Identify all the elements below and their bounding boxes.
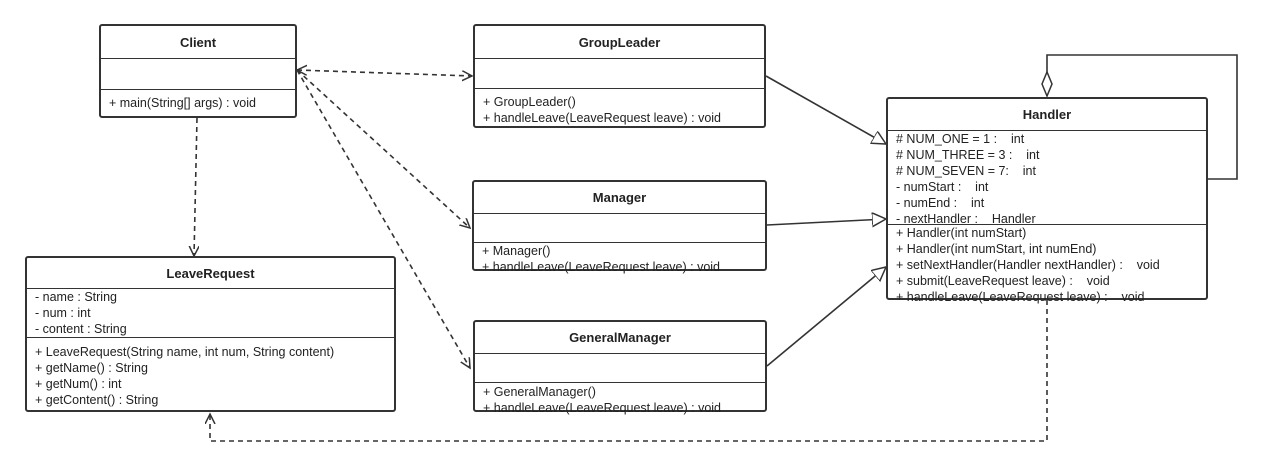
operations-compartment: + LeaveRequest(String name, int num, Str… — [27, 338, 394, 409]
dependency-client-groupleader — [296, 69, 472, 76]
operation: + GroupLeader() — [483, 95, 576, 109]
operation: + Manager() — [482, 244, 551, 258]
class-name: GroupLeader — [475, 26, 764, 59]
operation: + getNum() : int — [35, 377, 122, 391]
attribute: - name : String — [35, 290, 117, 304]
class-name: Client — [101, 26, 295, 59]
operations-compartment: + GroupLeader() + handleLeave(LeaveReque… — [475, 89, 764, 127]
operation: + handleLeave(LeaveRequest leave) : void — [483, 111, 722, 125]
operation: + getContent() : String — [35, 393, 159, 407]
class-name: Manager — [474, 182, 765, 214]
class-groupleader: GroupLeader + GroupLeader() + handleLeav… — [473, 24, 766, 128]
operations-compartment: + GeneralManager() + handleLeave(LeaveRe… — [475, 383, 765, 417]
dependency-client-leaverequest — [194, 117, 197, 256]
operation: + handleLeave(LeaveRequest leave) : void — [483, 401, 722, 415]
attributes-compartment: # NUM_ONE = 1 : int # NUM_THREE = 3 : in… — [888, 131, 1206, 225]
generalization-generalmanager-handler — [766, 267, 886, 367]
operation: + getName() : String — [35, 361, 148, 375]
attributes-compartment — [101, 59, 295, 90]
class-leaverequest: LeaveRequest - name : String - num : int… — [25, 256, 396, 412]
class-name: GeneralManager — [475, 322, 765, 354]
attribute: - content : String — [35, 322, 127, 336]
class-handler: Handler # NUM_ONE = 1 : int # NUM_THREE … — [886, 97, 1208, 304]
attributes-compartment — [475, 59, 764, 89]
attribute: # NUM_SEVEN = 7: int — [896, 164, 1036, 178]
operation: + handleLeave(LeaveRequest leave) : void — [896, 290, 1145, 304]
operation: + LeaveRequest(String name, int num, Str… — [35, 345, 335, 359]
class-generalmanager: GeneralManager + GeneralManager() + hand… — [473, 320, 767, 415]
operations-compartment: + main(String[] args) : void — [101, 90, 295, 112]
attribute: - num : int — [35, 306, 91, 320]
attribute: - numStart : int — [896, 180, 989, 194]
attribute: # NUM_ONE = 1 : int — [896, 132, 1025, 146]
attributes-compartment — [475, 354, 765, 383]
generalization-manager-handler — [766, 219, 886, 225]
class-manager: Manager + Manager() + handleLeave(LeaveR… — [472, 180, 767, 274]
operation: + Handler(int numStart) — [896, 226, 1027, 240]
operation: + submit(LeaveRequest leave) : void — [896, 274, 1110, 288]
operation: + handleLeave(LeaveRequest leave) : void — [482, 260, 721, 274]
operations-compartment: + Handler(int numStart) + Handler(int nu… — [888, 225, 1206, 306]
operation: + Handler(int numStart, int numEnd) — [896, 242, 1097, 256]
dependency-client-generalmanager — [296, 69, 470, 368]
class-name: LeaveRequest — [27, 258, 394, 289]
aggregation-diamond — [1041, 70, 1053, 98]
class-client: Client + main(String[] args) : void — [99, 24, 297, 118]
attribute: - nextHandler : Handler — [896, 212, 1036, 225]
generalization-groupleader-handler — [765, 75, 886, 144]
aggregation-handler-self — [1046, 54, 1238, 180]
operations-compartment: + Manager() + handleLeave(LeaveRequest l… — [474, 243, 765, 276]
attributes-compartment: - name : String - num : int - content : … — [27, 289, 394, 338]
dependency-handler-leaverequest — [210, 300, 1048, 442]
operation: + GeneralManager() — [483, 385, 596, 399]
attributes-compartment — [474, 214, 765, 243]
operation: + setNextHandler(Handler nextHandler) : … — [896, 258, 1160, 272]
attribute: - numEnd : int — [896, 196, 985, 210]
dependency-client-manager — [296, 69, 470, 228]
operation: + main(String[] args) : void — [109, 96, 256, 110]
class-name: Handler — [888, 99, 1206, 131]
attribute: # NUM_THREE = 3 : int — [896, 148, 1040, 162]
